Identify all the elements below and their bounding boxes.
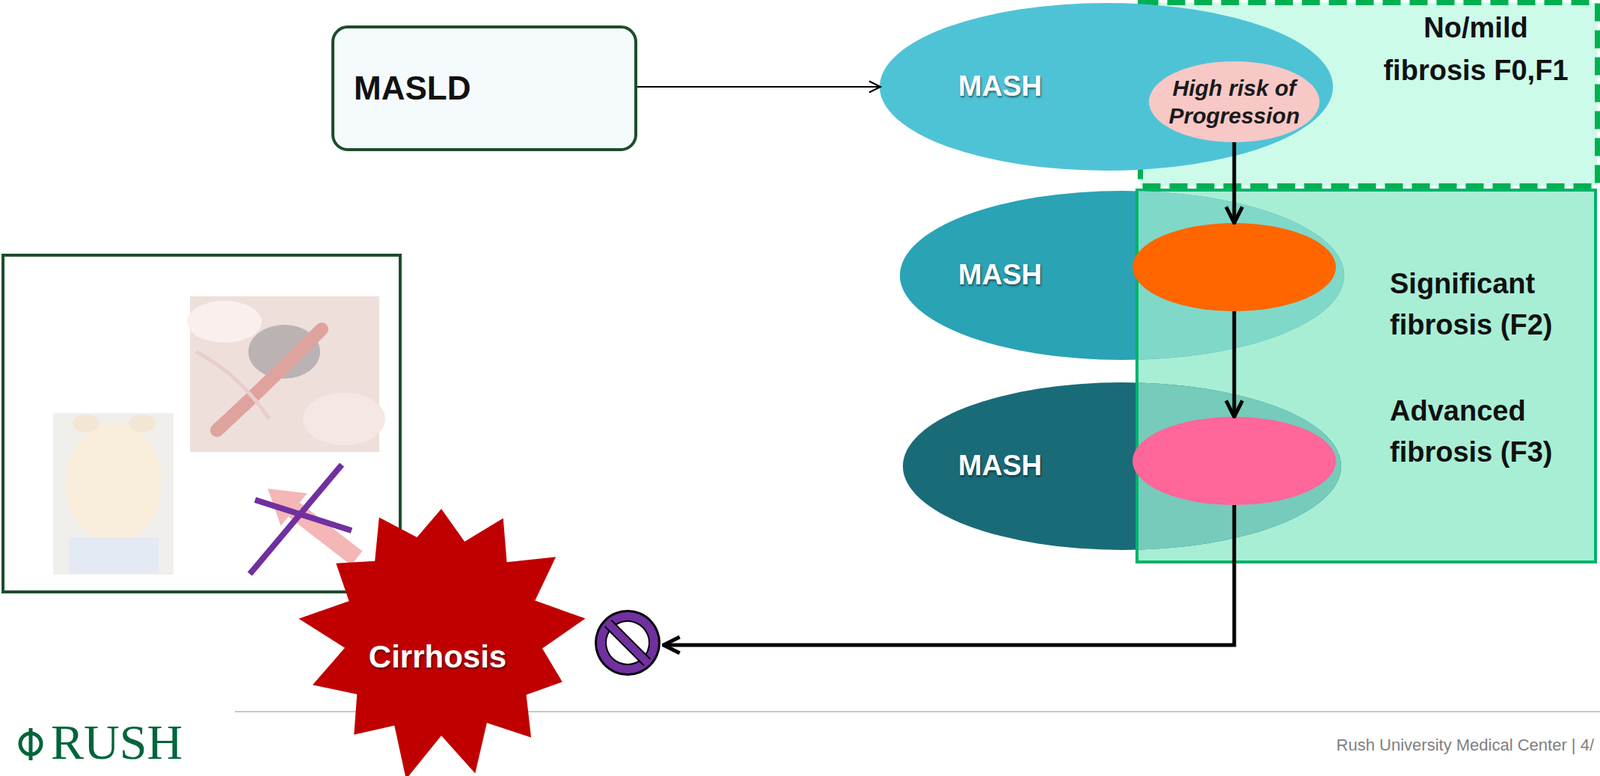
process-box: MASLD: [331, 25, 638, 152]
symbol-bar: [607, 622, 648, 663]
distended-abdomen: [65, 422, 162, 543]
cross-mark: [249, 464, 342, 574]
node-text: MASH: [958, 258, 1042, 293]
region-overlap: [1136, 382, 1342, 550]
arrow-connector: [637, 86, 881, 88]
node-text: MASLD: [353, 68, 471, 109]
cirrhosis-burst: Cirrhosis: [295, 499, 592, 776]
ellipse-shape: [902, 382, 1342, 550]
region-overlap: [1136, 190, 1345, 360]
cirrhosis-burst-outline: [295, 499, 592, 776]
hand: [72, 414, 100, 433]
arrow-connector: [1232, 311, 1237, 417]
node-text: No/mild fibrosis F0,F1: [1374, 6, 1577, 93]
stage-marker: [1132, 416, 1336, 505]
bleeding-varix: [216, 329, 322, 431]
ellipse-shape: [899, 190, 1345, 360]
risk-ellipse-outline: [1148, 61, 1320, 143]
symbol-outline: [608, 623, 648, 662]
garment: [68, 537, 159, 573]
prohibition-symbol: [594, 609, 661, 676]
symbol-center: [606, 621, 649, 664]
footer-text: Rush University Medical Center | 4/: [1336, 735, 1595, 755]
mucosa-line: [195, 351, 270, 419]
logo-text: RUSH: [50, 717, 183, 767]
arrow-connector: [1232, 142, 1237, 223]
node-text: High risk of Progression: [1159, 74, 1310, 131]
logo-symbol: [29, 727, 33, 760]
illustration-frame: [2, 255, 401, 592]
symbol-outline: [605, 620, 651, 665]
endoscopy-photo: [187, 296, 386, 452]
stage-ellipse: MASH High risk of Progression: [879, 2, 1333, 171]
mucosa-fold: [187, 300, 262, 343]
symbol-ring: [596, 611, 659, 674]
cross-mark: [255, 499, 352, 531]
ellipse-shape: [879, 2, 1333, 171]
ellipse-shape: [1148, 61, 1320, 143]
node-text: Cirrhosis: [368, 638, 507, 676]
burst-shape: [298, 508, 585, 776]
node-text: Advanced fibrosis (F3): [1389, 390, 1585, 473]
node-text: MASH: [958, 448, 1042, 484]
ascites-photo: [53, 412, 174, 575]
stage-marker: [1132, 222, 1336, 312]
node-text: Significant fibrosis (F2): [1389, 263, 1585, 346]
node-text: MASH: [958, 69, 1042, 104]
mucosa-fold: [302, 392, 386, 446]
hand: [128, 414, 156, 433]
risk-ellipse: High risk of Progression: [1148, 61, 1320, 143]
stage-ellipse: MASH: [899, 190, 1345, 360]
symbol-outline: [594, 609, 661, 676]
photo-ground: [53, 412, 174, 575]
arrow-connector: [663, 504, 1235, 645]
stage-ellipse: MASH: [902, 382, 1342, 550]
